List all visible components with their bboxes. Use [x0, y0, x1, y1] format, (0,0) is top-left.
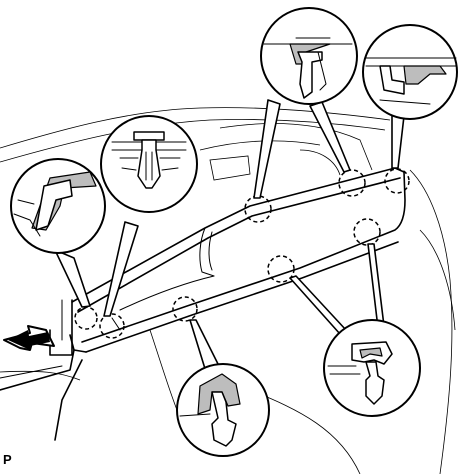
callout-leader-lines — [54, 99, 405, 373]
marker-clip-lower-right — [353, 218, 381, 246]
callout-claw-upper-center — [260, 7, 358, 105]
figure-code-label: P — [3, 452, 12, 467]
hollow-arrow-left-icon — [3, 325, 55, 351]
marker-clip-pin-left — [99, 313, 125, 339]
callout-claw-front-left — [10, 158, 106, 254]
marker-clip-lower-center-a — [172, 296, 198, 322]
callout-clip-lower-right — [323, 319, 421, 417]
marker-clip-lower-center-b — [267, 255, 295, 283]
background-body-outline — [0, 107, 456, 474]
callout-clip-pin-left — [100, 115, 198, 213]
door-scuff-plate — [0, 171, 406, 441]
marker-claw-upper-right-a — [338, 169, 366, 197]
marker-claw-upper-right-b — [384, 168, 410, 194]
callout-claw-upper-right — [362, 24, 458, 120]
marker-claw-front-left — [74, 306, 98, 330]
clip-location-markers — [74, 168, 410, 339]
callout-clip-lower-center — [176, 363, 270, 457]
marker-claw-upper-center — [244, 195, 272, 223]
